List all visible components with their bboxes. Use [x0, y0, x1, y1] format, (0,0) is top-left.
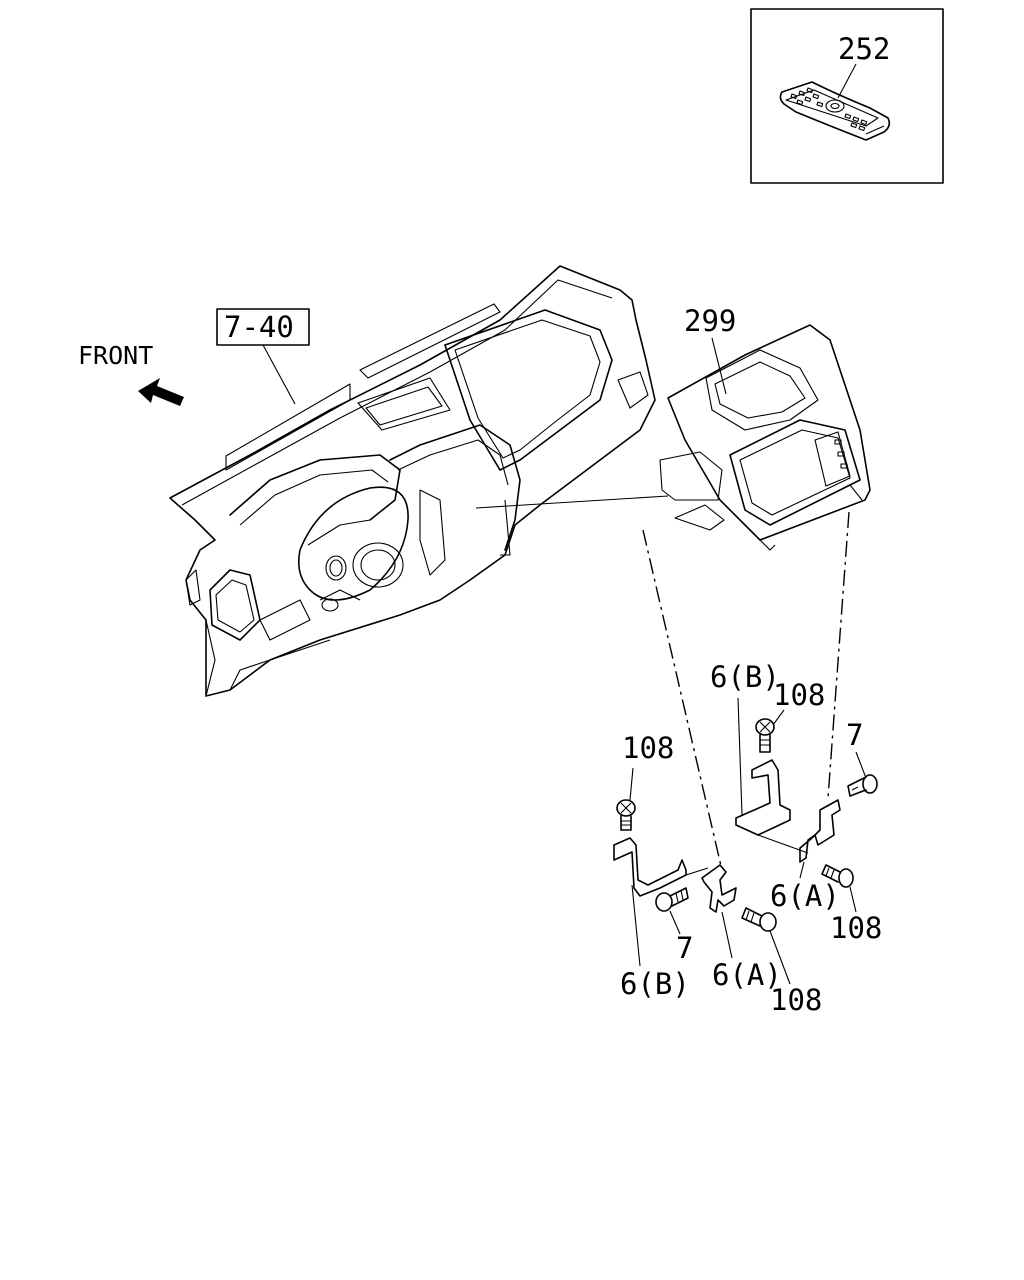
label-7-lower: 7 [676, 931, 693, 965]
leader-108-left [629, 767, 634, 801]
bolt-lower [655, 887, 689, 912]
leader-299 [711, 337, 727, 395]
label-108-upper: 108 [773, 678, 825, 712]
screw-bottom [741, 907, 777, 932]
label-108-right: 108 [830, 911, 882, 945]
leader-6b-upper [737, 697, 743, 816]
bolt-upper [847, 774, 878, 797]
leader-108-bottom [769, 930, 791, 985]
leader-7-40 [262, 344, 296, 405]
bracket-b-lower [613, 837, 709, 897]
front-arrow-icon [138, 378, 184, 406]
label-7-upper: 7 [846, 718, 863, 752]
label-7-40: 7-40 [224, 310, 294, 344]
inset-frame [750, 8, 944, 184]
install-line [475, 495, 669, 509]
screw-upper [755, 718, 775, 753]
dashboard-assembly [169, 265, 656, 697]
leader-252 [837, 63, 857, 99]
bracket-a-upper [799, 799, 841, 863]
leader-7-lower [669, 910, 681, 935]
label-6b-lower: 6(B) [620, 967, 690, 1001]
leader-108-upper [772, 709, 785, 726]
screw-left [616, 799, 636, 831]
label-299: 299 [684, 304, 736, 338]
bracket-a-lower [701, 864, 737, 913]
leader-108-right [849, 886, 857, 913]
label-108-bottom: 108 [770, 983, 822, 1017]
label-6a-upper: 6(A) [770, 879, 840, 913]
label-252: 252 [838, 32, 890, 66]
align-line-left [642, 529, 722, 867]
leader-7-upper [855, 751, 867, 779]
center-panel [659, 324, 871, 551]
label-6b-upper: 6(B) [710, 660, 780, 694]
remote-inset: 252 [750, 8, 944, 184]
leader-6a-upper [799, 861, 805, 879]
front-label: FRONT [78, 341, 153, 370]
leader-6b-lower [631, 884, 641, 967]
label-6a-lower: 6(A) [712, 958, 782, 992]
align-line-right [827, 511, 850, 799]
label-108-left: 108 [622, 731, 674, 765]
bracket-b-upper [735, 759, 809, 854]
screw-right [821, 864, 854, 888]
leader-6a-lower [721, 911, 733, 959]
remote-control [779, 81, 891, 141]
